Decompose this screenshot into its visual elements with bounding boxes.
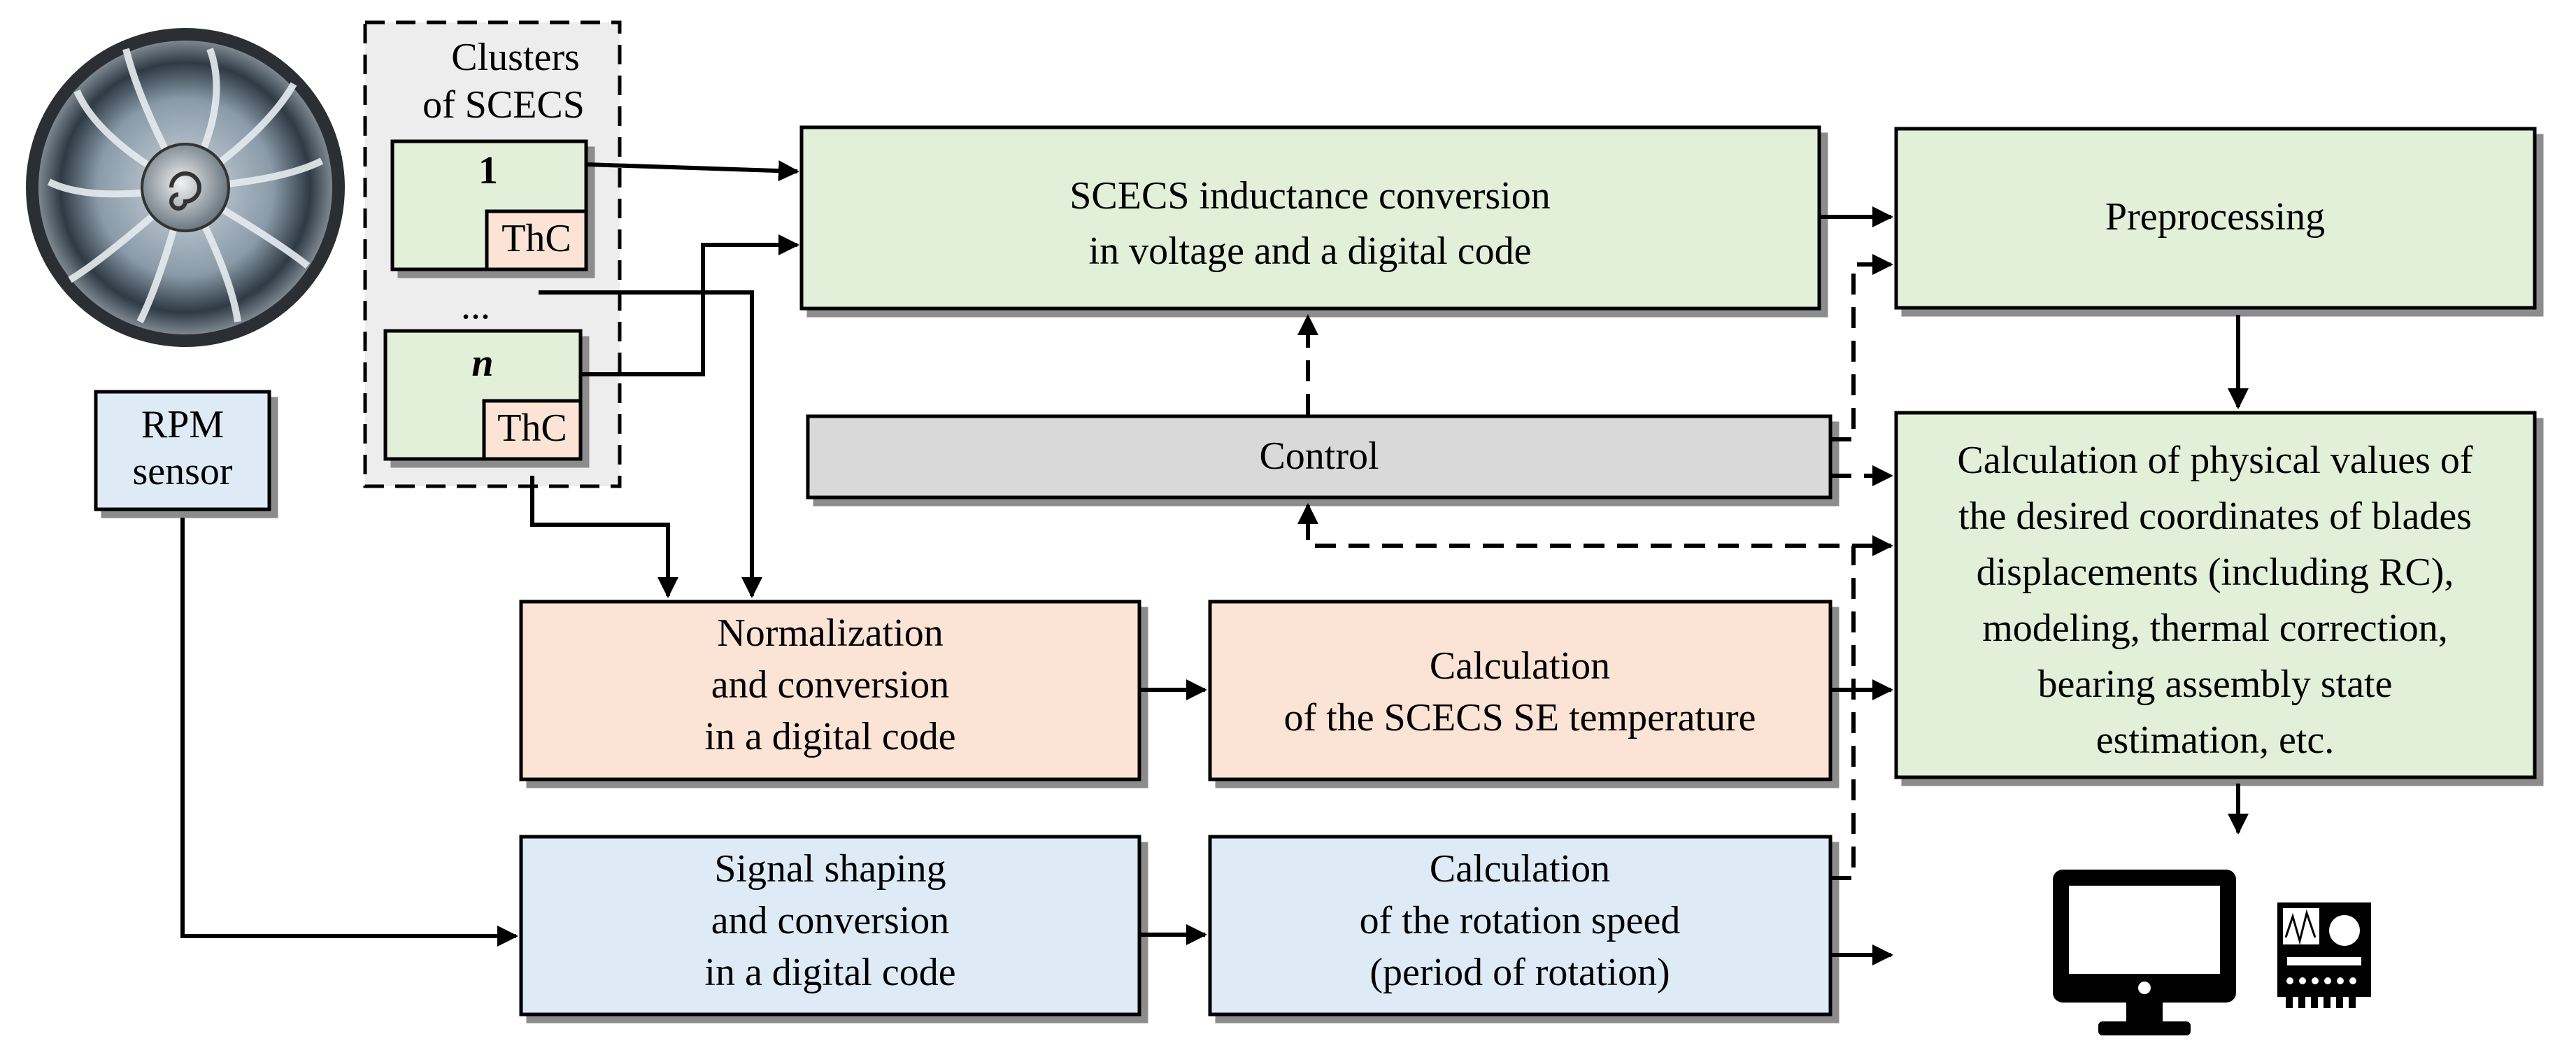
inductance-line1: SCECS inductance conversion: [1069, 174, 1550, 218]
signal-shaping-line3: in a digital code: [704, 951, 955, 994]
turbofan-engine-icon: [26, 28, 345, 347]
normalization-line3: in a digital code: [704, 715, 955, 758]
control-block: Control: [806, 414, 1833, 500]
calc-rotation-line3: (period of rotation): [1369, 951, 1670, 994]
calc-physical-line4: modeling, thermal correction,: [1982, 607, 2448, 650]
calc-physical-line5: bearing assembly state: [2038, 663, 2393, 706]
normalization-line2: and conversion: [711, 663, 950, 707]
inductance-conversion-block: SCECS inductance conversion in voltage a…: [799, 125, 1821, 311]
dashed-control-to-preprocessing: [1830, 254, 1893, 441]
cluster-n-label: n: [471, 341, 493, 385]
signal-shaping-line1: Signal shaping: [714, 847, 946, 891]
arrow-clusterN-thc-to-normalization: [530, 476, 678, 598]
clusters-title-line1: Clusters: [451, 36, 580, 79]
calc-rotation-block: Calculation of the rotation speed (perio…: [1208, 835, 1833, 1017]
signal-shaping-block: Signal shaping and conversion in a digit…: [519, 835, 1141, 1017]
calc-physical-line2: the desired coordinates of blades: [1958, 495, 2472, 538]
calc-temperature-block: Calculation of the SCECS SE temperature: [1208, 600, 1833, 781]
calc-physical-line6: estimation, etc.: [2096, 718, 2335, 762]
cluster-1-label: 1: [478, 149, 498, 192]
control-label: Control: [1259, 434, 1379, 478]
normalization-line1: Normalization: [717, 611, 943, 655]
rpm-sensor-line2: sensor: [132, 450, 232, 493]
calc-physical-values-block: Calculation of physical values of the de…: [1894, 411, 2537, 779]
calc-temperature-line2: of the SCECS SE temperature: [1283, 696, 1756, 739]
cluster-1-block: 1 ThC: [390, 139, 588, 271]
calc-physical-line1: Calculation of physical values of: [1957, 439, 2472, 482]
cluster-ellipsis: ...: [461, 284, 490, 327]
thc-label-1: ThC: [501, 217, 571, 260]
calc-rotation-line1: Calculation: [1430, 847, 1610, 891]
control-device-icon: [2277, 902, 2371, 1008]
rpm-sensor-block: RPM sensor: [94, 390, 271, 511]
arrow-rpm-to-signal-shaping: [180, 518, 518, 947]
calc-rotation-line2: of the rotation speed: [1360, 899, 1681, 942]
cluster-n-block: n ThC: [383, 329, 583, 461]
thc-label-n: ThC: [497, 406, 567, 450]
clusters-of-scecs-group: Clusters of SCECS 1 ThC ... n ThC: [363, 20, 622, 488]
calc-temperature-line1: Calculation: [1430, 644, 1610, 688]
arrow-cluster1-to-inductance: [585, 160, 799, 182]
inductance-line2: in voltage and a digital code: [1089, 229, 1532, 273]
rpm-sensor-line1: RPM: [141, 403, 224, 446]
solid-connectors: [180, 160, 2249, 965]
arrow-clusterN-to-inductance: [581, 234, 799, 376]
monitor-icon: [2053, 870, 2236, 1035]
dashed-connectors: [1297, 254, 1893, 880]
arrow-cluster1-thc-to-normalization: [539, 290, 762, 598]
signal-shaping-line2: and conversion: [711, 899, 950, 942]
preprocessing-block: Preprocessing: [1894, 127, 2537, 310]
preprocessing-label: Preprocessing: [2105, 195, 2325, 239]
normalization-block: Normalization and conversion in a digita…: [519, 600, 1141, 781]
calc-physical-line3: displacements (including RC),: [1977, 551, 2454, 594]
clusters-title-line2: of SCECS: [422, 83, 585, 127]
